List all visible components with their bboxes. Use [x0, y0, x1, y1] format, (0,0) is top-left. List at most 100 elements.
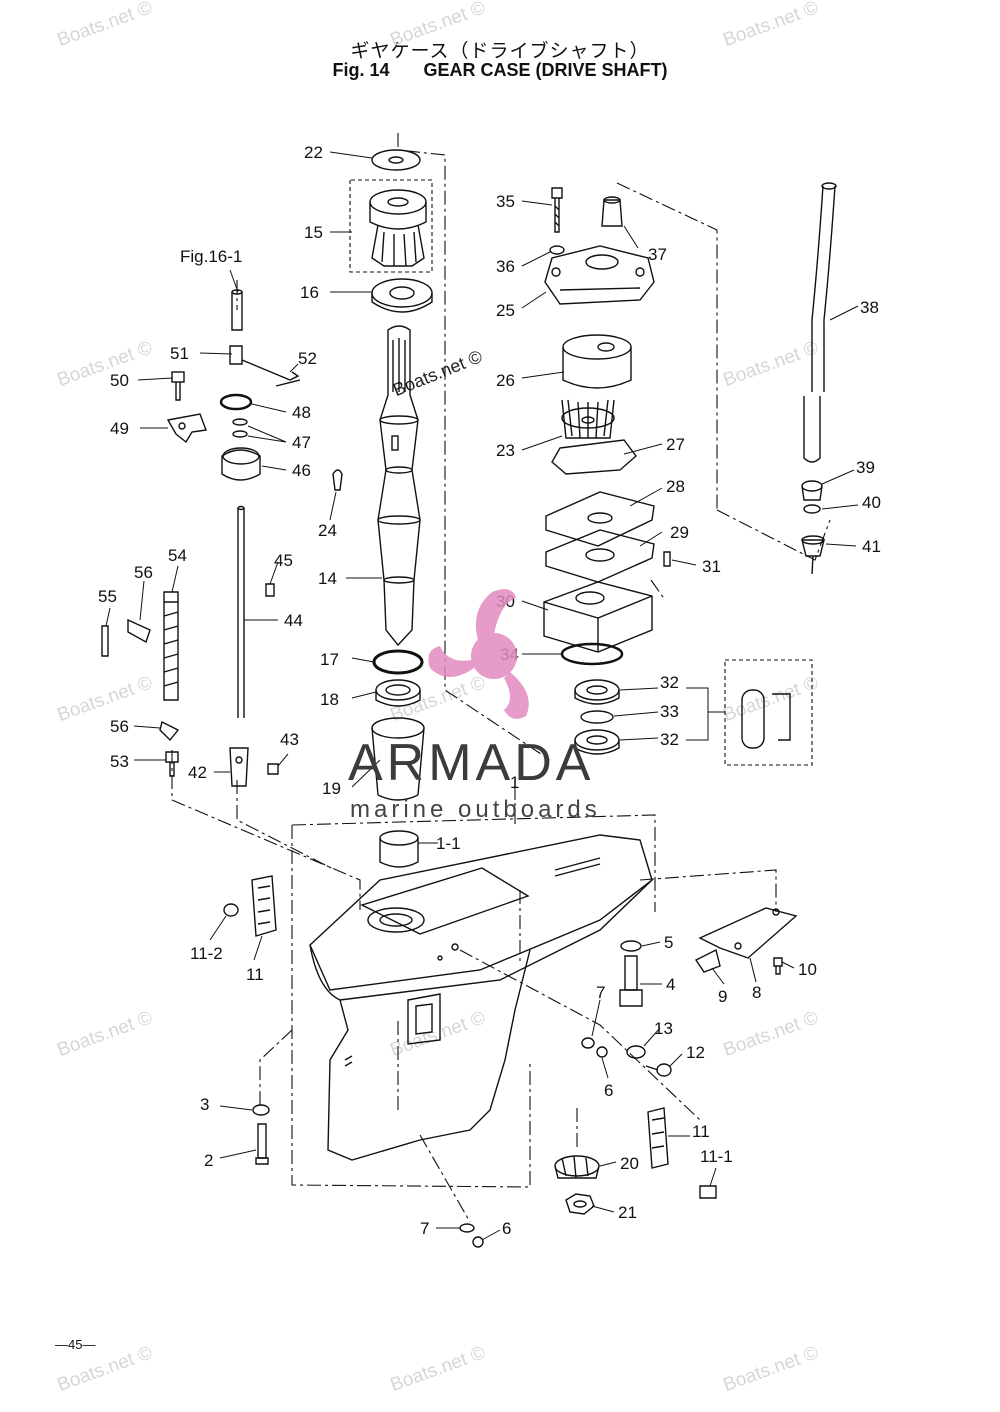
callout-11-left: 11: [246, 965, 264, 984]
callout-42: 42: [188, 763, 207, 782]
callout-48: 48: [292, 403, 311, 422]
part-18-oil-seal: [375, 679, 421, 707]
bearing-detail-inset: [741, 689, 791, 749]
part-44-shift-rod: [237, 505, 245, 718]
part-11-anode-left: [251, 875, 277, 937]
part-39-grommet: [801, 480, 823, 501]
callout-44: 44: [284, 611, 303, 630]
callout-52: 52: [298, 349, 317, 368]
part-6-screw-mid: [596, 1046, 608, 1058]
part-6-screw-bottom: [472, 1236, 484, 1248]
callout-32-upper: 32: [660, 673, 679, 692]
callout-9: 9: [718, 987, 727, 1006]
part-19-sleeve: [371, 717, 425, 801]
callout-54: 54: [168, 546, 187, 565]
part-56-clip-upper: [127, 618, 151, 644]
callout-8: 8: [752, 983, 761, 1002]
callout-5: 5: [664, 933, 673, 952]
part-38-water-tube: [803, 182, 837, 463]
part-11-2-nut: [223, 903, 239, 917]
callout-10: 10: [798, 960, 817, 979]
callout-3: 3: [200, 1095, 209, 1114]
callout-12: 12: [686, 1043, 705, 1062]
callout-15: 15: [304, 223, 323, 242]
callout-26: 26: [496, 371, 515, 390]
callout-41: 41: [862, 537, 881, 556]
part-51-connector: [229, 345, 243, 365]
callout-11-1: 11-1: [700, 1147, 733, 1166]
callout-18: 18: [320, 690, 339, 709]
callout-6-mid: 6: [604, 1081, 613, 1100]
leader-lines: [105, 151, 859, 1241]
callout-31: 31: [702, 557, 721, 576]
part-11-anode-right: [647, 1107, 669, 1169]
callout-43: 43: [280, 730, 299, 749]
callout-13: 13: [654, 1019, 673, 1038]
callout-35: 35: [496, 192, 515, 211]
part-47-washers: [232, 418, 248, 438]
title-japanese: ギヤケース（ドライブシャフト）: [350, 40, 650, 62]
callout-29: 29: [670, 523, 689, 542]
callout-51: 51: [170, 344, 189, 363]
callout-28: 28: [666, 477, 685, 496]
callout-16: 16: [300, 283, 319, 302]
part-28-plate: [545, 491, 655, 547]
part-17-o-ring: [372, 649, 424, 675]
callout-40: 40: [862, 493, 881, 512]
part-32-bearing-upper: [574, 679, 620, 705]
part-30-pump-base: [543, 581, 653, 653]
part-48-o-ring: [219, 393, 253, 411]
callout-labels: 22 15 16 14 24 17 18 19 1 1-1 51 52 50 4…: [98, 143, 881, 1238]
part-14-drive-shaft: [377, 325, 421, 647]
part-21-nut: [565, 1193, 595, 1215]
propeller-logo-icon: [428, 589, 529, 719]
callout-39: 39: [856, 458, 875, 477]
callout-45: 45: [274, 551, 293, 570]
part-33-spacer: [580, 710, 614, 724]
part-45-pin: [265, 583, 275, 597]
part-46-boot: [221, 447, 261, 481]
callout-49: 49: [110, 419, 129, 438]
callout-53: 53: [110, 752, 129, 771]
part-7-washer-mid: [581, 1037, 595, 1049]
part-11-1-bolt: [699, 1185, 717, 1199]
callout-11-2: 11-2: [190, 944, 223, 963]
callout-11-right: 11: [692, 1122, 710, 1141]
part-3-washer: [252, 1104, 270, 1116]
part-8-cover-plate: [698, 907, 798, 959]
part-34-o-ring: [560, 642, 624, 666]
part-42-rod-lower: [229, 747, 249, 787]
callout-25: 25: [496, 301, 515, 320]
part-29-gasket: [545, 529, 655, 583]
callout-4: 4: [666, 975, 675, 994]
callout-14: 14: [318, 569, 337, 588]
callout-37: 37: [648, 245, 667, 264]
part-54-cam: [163, 591, 179, 701]
part-56-clip-lower: [159, 720, 180, 742]
part-2-bolt: [255, 1123, 269, 1165]
callout-56-lower: 56: [110, 717, 129, 736]
part-22-washer: [371, 149, 421, 171]
brand-tagline: marine outboards: [350, 796, 601, 823]
part-13-washer: [626, 1045, 646, 1059]
callout-46: 46: [292, 461, 311, 480]
figure-title-english: GEAR CASE (DRIVE SHAFT): [423, 60, 668, 80]
part-40-seal: [803, 504, 821, 514]
part-36-washer: [549, 245, 565, 255]
part-9-clip: [694, 948, 721, 973]
callout-7-mid: 7: [596, 983, 605, 1002]
part-12-plug: [645, 1063, 672, 1077]
callout-56-upper: 56: [134, 563, 153, 582]
callout-55: 55: [98, 587, 117, 606]
callout-19: 19: [322, 779, 341, 798]
part-26-insert-cartridge: [562, 334, 632, 389]
part-55-pin: [101, 625, 109, 657]
part-27-gasket: [551, 439, 637, 475]
part-50-bolt: [171, 371, 185, 401]
callout-24: 24: [318, 521, 337, 540]
part-20-gear: [554, 1155, 600, 1179]
part-1-gear-case: [309, 834, 653, 1161]
part-52-clip: [241, 359, 301, 387]
